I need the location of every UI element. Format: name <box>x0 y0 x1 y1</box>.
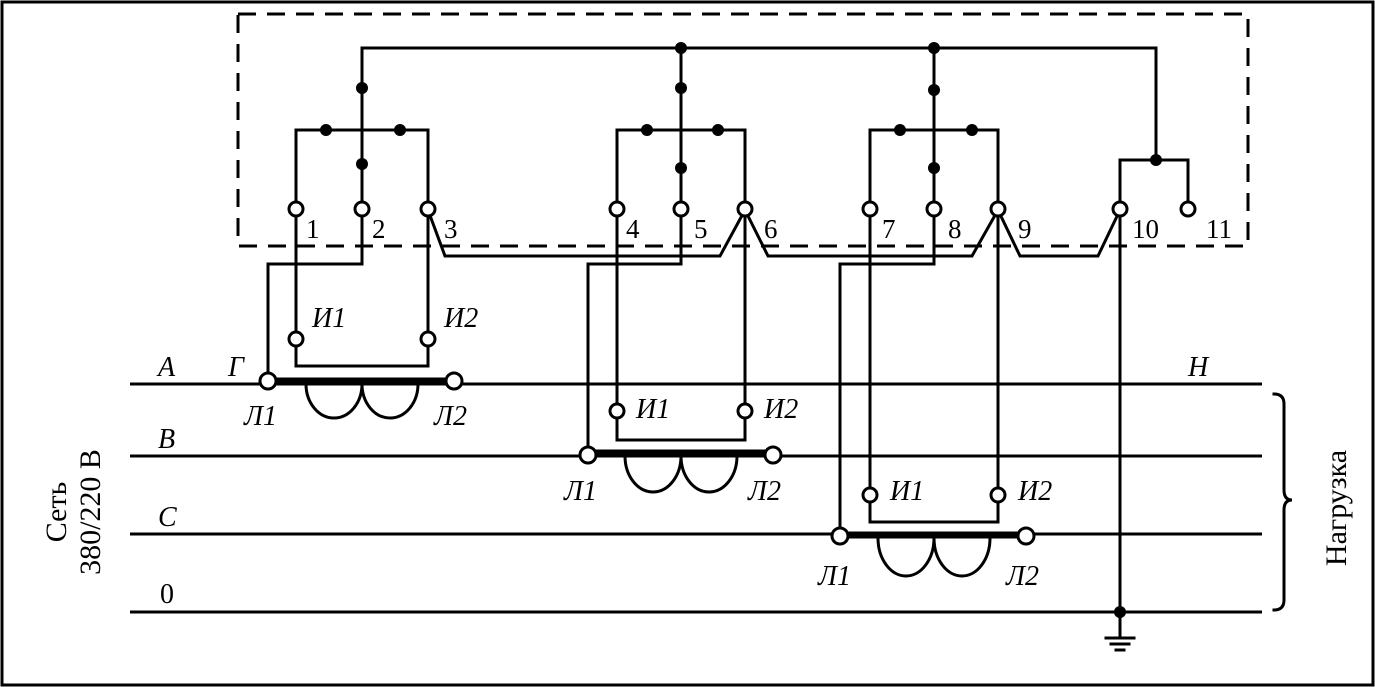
line-zero-label: 0 <box>160 579 174 610</box>
terminal-10 <box>1111 200 1129 218</box>
load-brace <box>1272 392 1293 612</box>
terminal-11 <box>1179 200 1197 218</box>
ct3-l1-label: Л1 <box>817 561 851 592</box>
ct1-winding <box>304 382 420 420</box>
terminal-labels: 1 2 3 4 5 6 7 8 9 10 11 <box>306 214 1232 244</box>
terminal-2 <box>353 200 371 218</box>
wire-t2-l1 <box>266 214 364 376</box>
terminal-label-6: 6 <box>764 214 778 244</box>
terminal-4 <box>608 200 626 218</box>
voltage-bus <box>360 46 1158 162</box>
ct1-i2-label: И2 <box>443 303 478 334</box>
wire-t8-l1 <box>838 214 936 530</box>
terminal-3 <box>419 200 437 218</box>
ct1-secondary <box>294 344 430 368</box>
terminal-label-9: 9 <box>1018 214 1032 244</box>
terminal-10-11-bridge <box>1118 158 1190 204</box>
terminal-label-3: 3 <box>444 214 458 244</box>
ct1-i1-label: И1 <box>311 303 346 334</box>
load-marker: Н <box>1187 352 1210 383</box>
terminal-label-8: 8 <box>948 214 962 244</box>
terminal-7 <box>861 200 879 218</box>
ct3-i1-label: И1 <box>889 476 924 507</box>
terminal-label-7: 7 <box>882 214 896 244</box>
ct2-i2-label: И2 <box>763 394 798 425</box>
terminal-6 <box>736 200 754 218</box>
terminal-5 <box>672 200 690 218</box>
terminal-1 <box>287 200 305 218</box>
ct3-l2-label: Л2 <box>1005 561 1039 592</box>
terminal-9 <box>989 200 1007 218</box>
load-label-group: Нагрузка <box>1320 450 1353 566</box>
terminal-label-11: 11 <box>1206 214 1232 244</box>
ct2-i1-label: И1 <box>635 394 670 425</box>
ct3-winding <box>876 536 992 578</box>
terminal-label-5: 5 <box>694 214 708 244</box>
terminal-label-1: 1 <box>306 214 320 244</box>
meter-housing <box>236 12 1250 248</box>
ct2-l2-label: Л2 <box>747 476 781 507</box>
line-a-label: A <box>156 352 176 383</box>
meter-terminals <box>287 200 1197 218</box>
load-label: Нагрузка <box>1320 450 1353 566</box>
terminal-label-2: 2 <box>372 214 386 244</box>
line-c-label: C <box>158 502 177 533</box>
ct2-secondary <box>615 416 747 442</box>
network-label: Сеть 380/220 В <box>40 449 107 575</box>
ct2-winding <box>623 454 739 494</box>
terminal-8 <box>925 200 943 218</box>
source-marker: Г <box>227 352 245 383</box>
line-labels: A B C 0 Г Н <box>156 352 1210 610</box>
junction-dots <box>320 42 1162 618</box>
ct-terminals <box>258 330 1036 546</box>
ct3-i2-label: И2 <box>1017 476 1052 507</box>
ct3-secondary <box>868 500 1000 524</box>
current-return-jumper <box>426 206 1123 258</box>
line-b-label: B <box>158 424 175 455</box>
terminal-label-4: 4 <box>626 214 640 244</box>
ct1-l1-label: Л1 <box>243 401 277 432</box>
ct-labels: И1 И2 Л1 Л2 И1 И2 Л1 Л2 И1 И2 Л1 Л2 <box>243 303 1052 592</box>
terminal-label-10: 10 <box>1132 214 1159 244</box>
wire-t5-l1 <box>586 214 683 450</box>
ct1-l2-label: Л2 <box>433 401 467 432</box>
network-label-line2: 380/220 В <box>74 449 107 575</box>
network-label-line1: Сеть <box>40 482 73 542</box>
ct2-l1-label: Л1 <box>563 476 597 507</box>
